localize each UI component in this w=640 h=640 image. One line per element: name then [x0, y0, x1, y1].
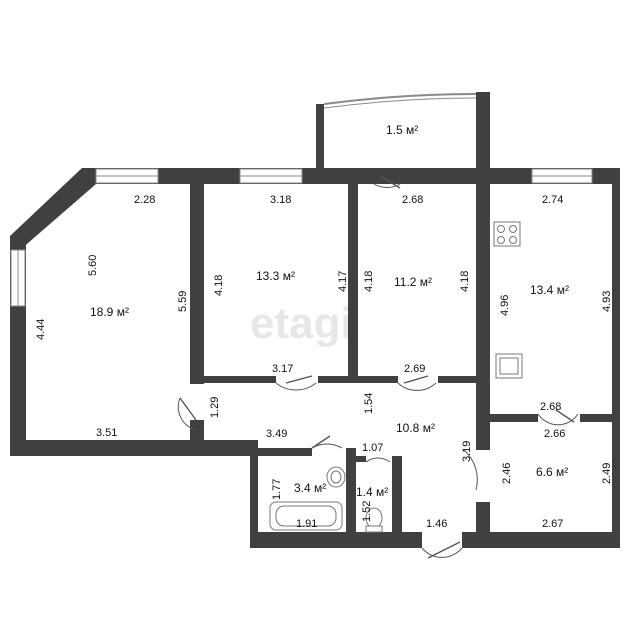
dimension-label: 4.17 — [337, 271, 349, 292]
fixtures — [269, 221, 523, 533]
dimension-label: 1.46 — [426, 518, 447, 530]
dimension-label: 1.77 — [271, 479, 283, 500]
area-label: 18.9 м² — [90, 305, 129, 319]
walls — [10, 92, 620, 548]
dimension-label: 5.60 — [87, 255, 99, 276]
room-kitchen: 13.4 м² 2.74 4.96 4.93 2.68 — [499, 194, 613, 413]
area-label: 11.2 м² — [394, 275, 432, 289]
dimension-label: 3.51 — [96, 427, 117, 439]
dimension-label: 4.93 — [601, 291, 613, 312]
dimension-label: 2.69 — [404, 363, 425, 375]
room-hall: 10.8 м² 1.29 1.54 3.49 3.19 1.46 — [209, 393, 473, 530]
room-small: 6.6 м² 2.66 2.46 2.49 2.67 — [501, 428, 613, 530]
dimension-label: 4.18 — [363, 271, 375, 292]
dimension-label: 2.28 — [134, 194, 155, 206]
area-label: 1.5 м² — [386, 123, 418, 137]
dimension-label: 1.54 — [363, 393, 375, 414]
dimension-label: 3.17 — [272, 363, 293, 375]
watermark: etagi — [250, 299, 353, 348]
room-left: 18.9 м² 2.28 5.60 5.59 4.44 3.51 — [35, 194, 189, 439]
dimension-label: 2.46 — [501, 463, 513, 484]
dimension-label: 4.18 — [213, 275, 225, 296]
room-balcony: 1.5 м² — [386, 123, 418, 137]
dimension-label: 2.66 — [544, 428, 565, 440]
area-label: 13.3 м² — [256, 269, 295, 283]
area-label: 6.6 м² — [536, 465, 568, 479]
dimension-label: 3.18 — [270, 194, 291, 206]
dimension-label: 2.67 — [542, 518, 563, 530]
room-wc: 1.4 м² 1.07 1.52 — [356, 442, 388, 522]
room-b: 11.2 м² 2.68 4.18 4.18 2.69 — [363, 194, 471, 375]
area-label: 3.4 м² — [294, 481, 326, 495]
doors — [177, 175, 579, 559]
dimension-label: 1.52 — [361, 501, 373, 522]
dimension-label: 4.44 — [35, 319, 47, 340]
dimension-label: 2.68 — [402, 194, 423, 206]
dimension-label: 1.29 — [209, 397, 221, 418]
windows — [10, 93, 593, 307]
dimension-label: 5.59 — [177, 291, 189, 312]
area-label: 10.8 м² — [396, 421, 435, 435]
dimension-label: 2.74 — [542, 194, 563, 206]
dimension-label: 2.68 — [540, 401, 561, 413]
dimension-label: 4.18 — [459, 271, 471, 292]
area-label: 1.4 м² — [356, 485, 388, 499]
dimension-label: 1.91 — [296, 518, 317, 530]
area-label: 13.4 м² — [530, 283, 569, 297]
room-middle: 13.3 м² 3.18 4.18 4.17 3.17 — [213, 194, 349, 375]
dimension-label: 2.49 — [601, 463, 613, 484]
room-bathroom: 3.4 м² 1.77 1.91 — [271, 479, 326, 530]
dimension-label: 3.19 — [461, 441, 473, 462]
dimension-label: 3.49 — [266, 428, 287, 440]
dimension-label: 4.96 — [499, 295, 511, 316]
dimension-label: 1.07 — [362, 442, 383, 454]
